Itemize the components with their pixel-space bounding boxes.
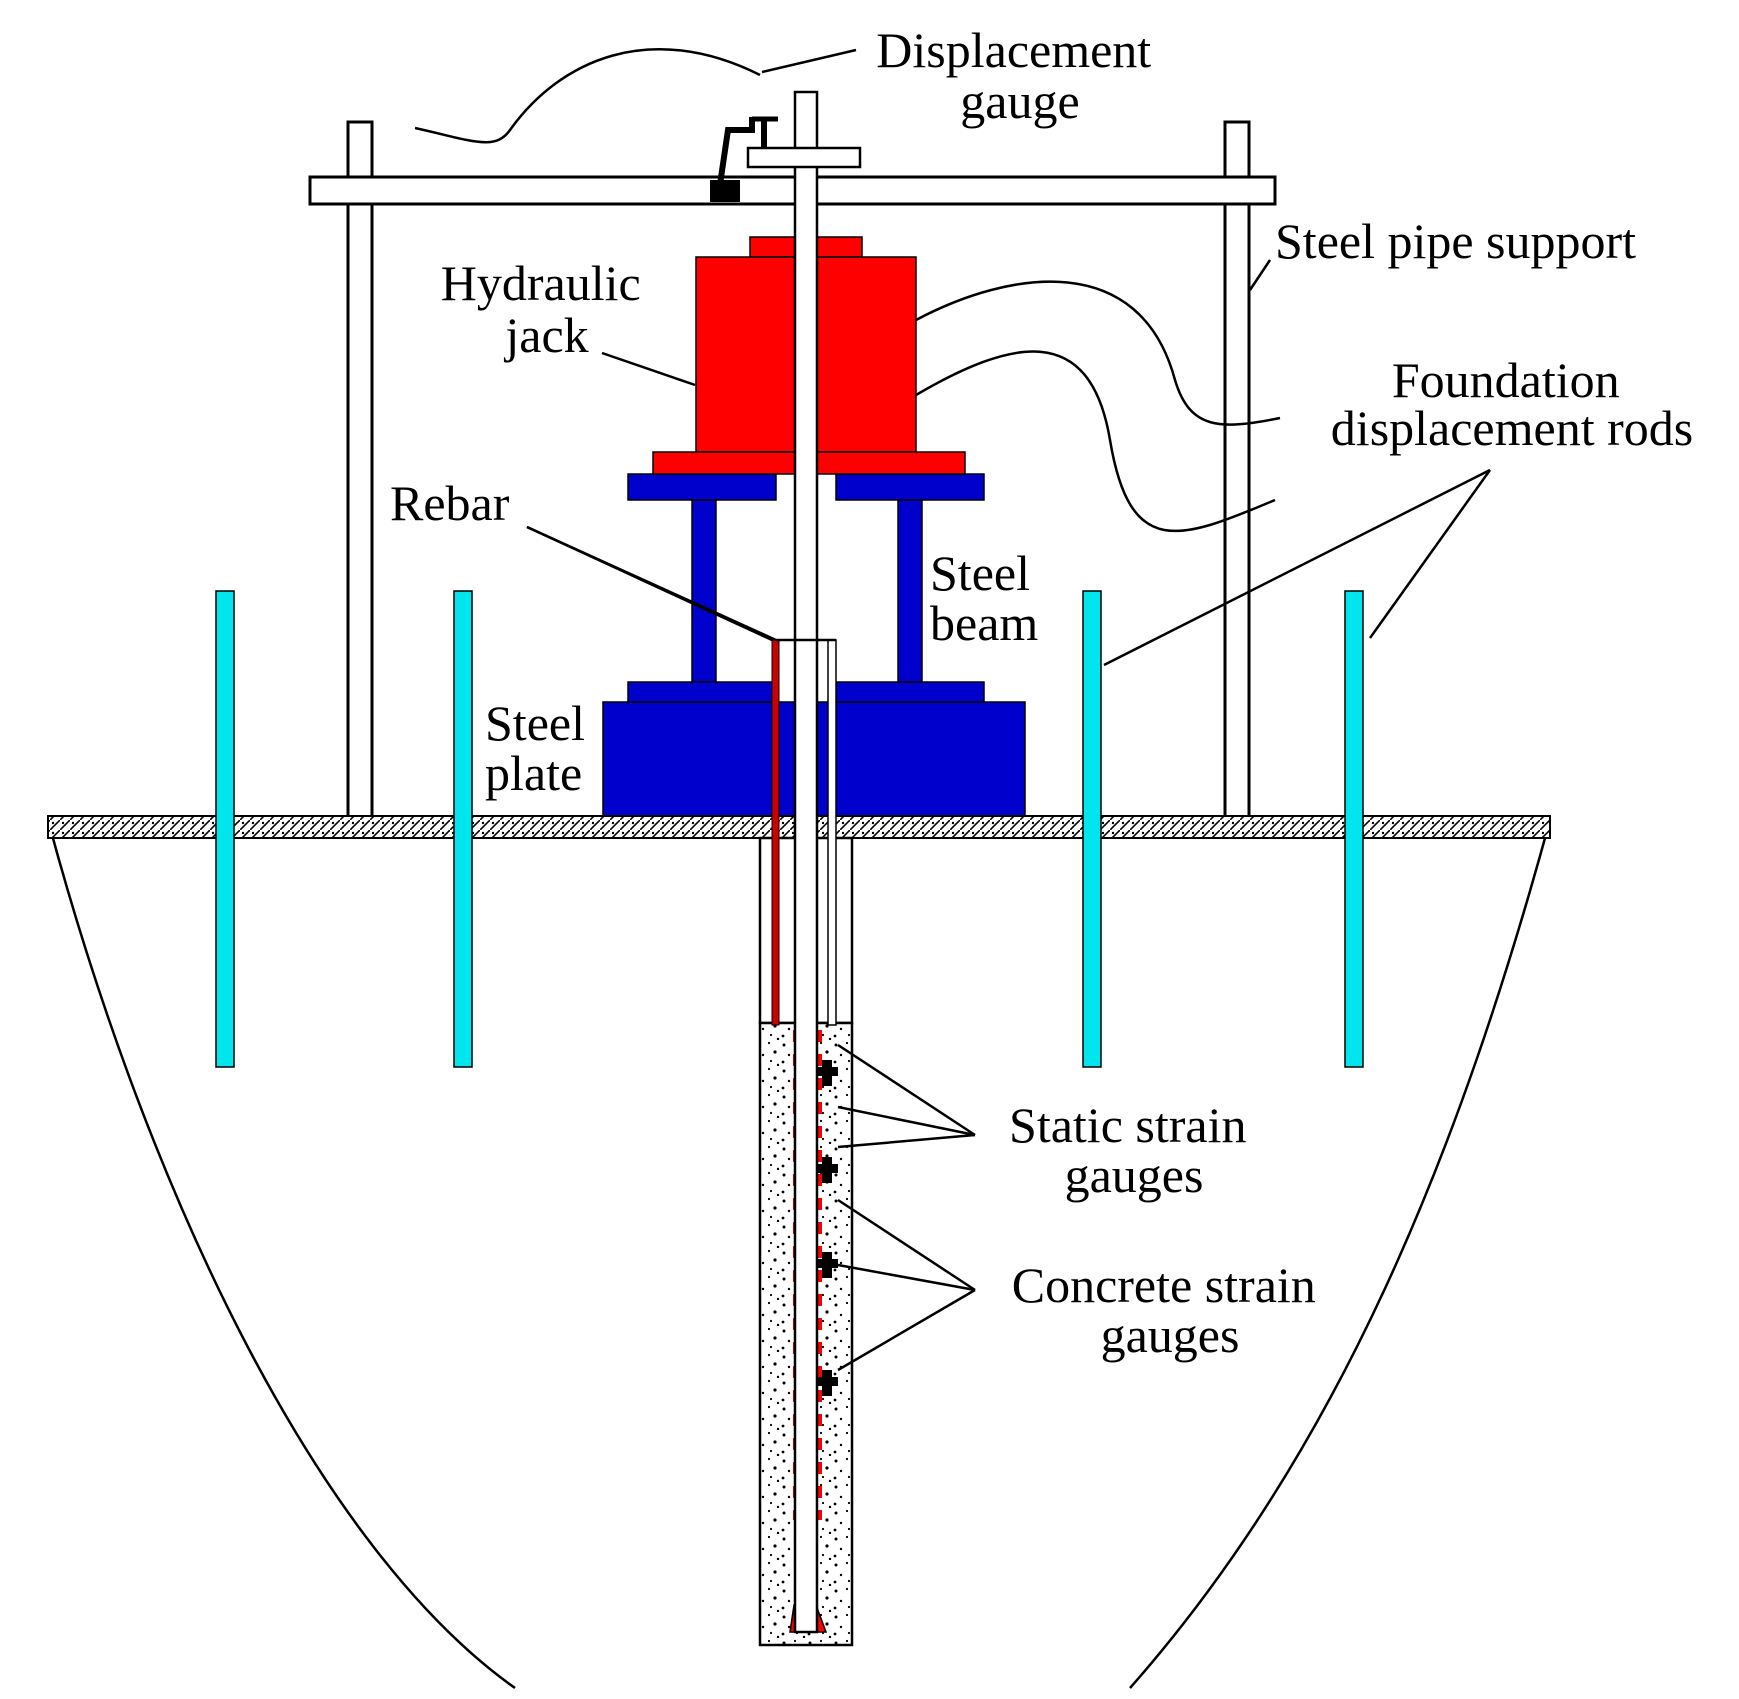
central-rod: [793, 90, 819, 1634]
label-steel-beam: Steel beam: [930, 545, 1042, 651]
label-rebar: Rebar: [390, 475, 510, 531]
label-concrete-strain-gauges: Concrete strain gauges: [1012, 1257, 1329, 1363]
leader-lines: [414, 48, 1492, 1372]
soil-boundary: [46, 819, 1552, 1690]
displacement-gauge: [710, 116, 862, 202]
label-static-strain-gauges: Static strain gauges: [1009, 1097, 1259, 1203]
strain-gauge-markers: [816, 1060, 838, 1396]
steel-pipe-support-frame: [308, 120, 1277, 820]
label-displacement-gauge: Displacement gauge: [876, 22, 1163, 129]
rebar-rod-2: [827, 639, 837, 1026]
rebar-rod: [771, 639, 780, 1026]
label-steel-plate: Steel plate: [485, 695, 597, 801]
label-hydraulic-jack: Hydraulic jack: [441, 255, 653, 363]
label-foundation-displacement-rods: Foundation displacement rods: [1331, 352, 1693, 456]
label-steel-pipe-support: Steel pipe support: [1275, 213, 1636, 269]
foundation-displacement-rods: [215, 590, 1364, 1068]
